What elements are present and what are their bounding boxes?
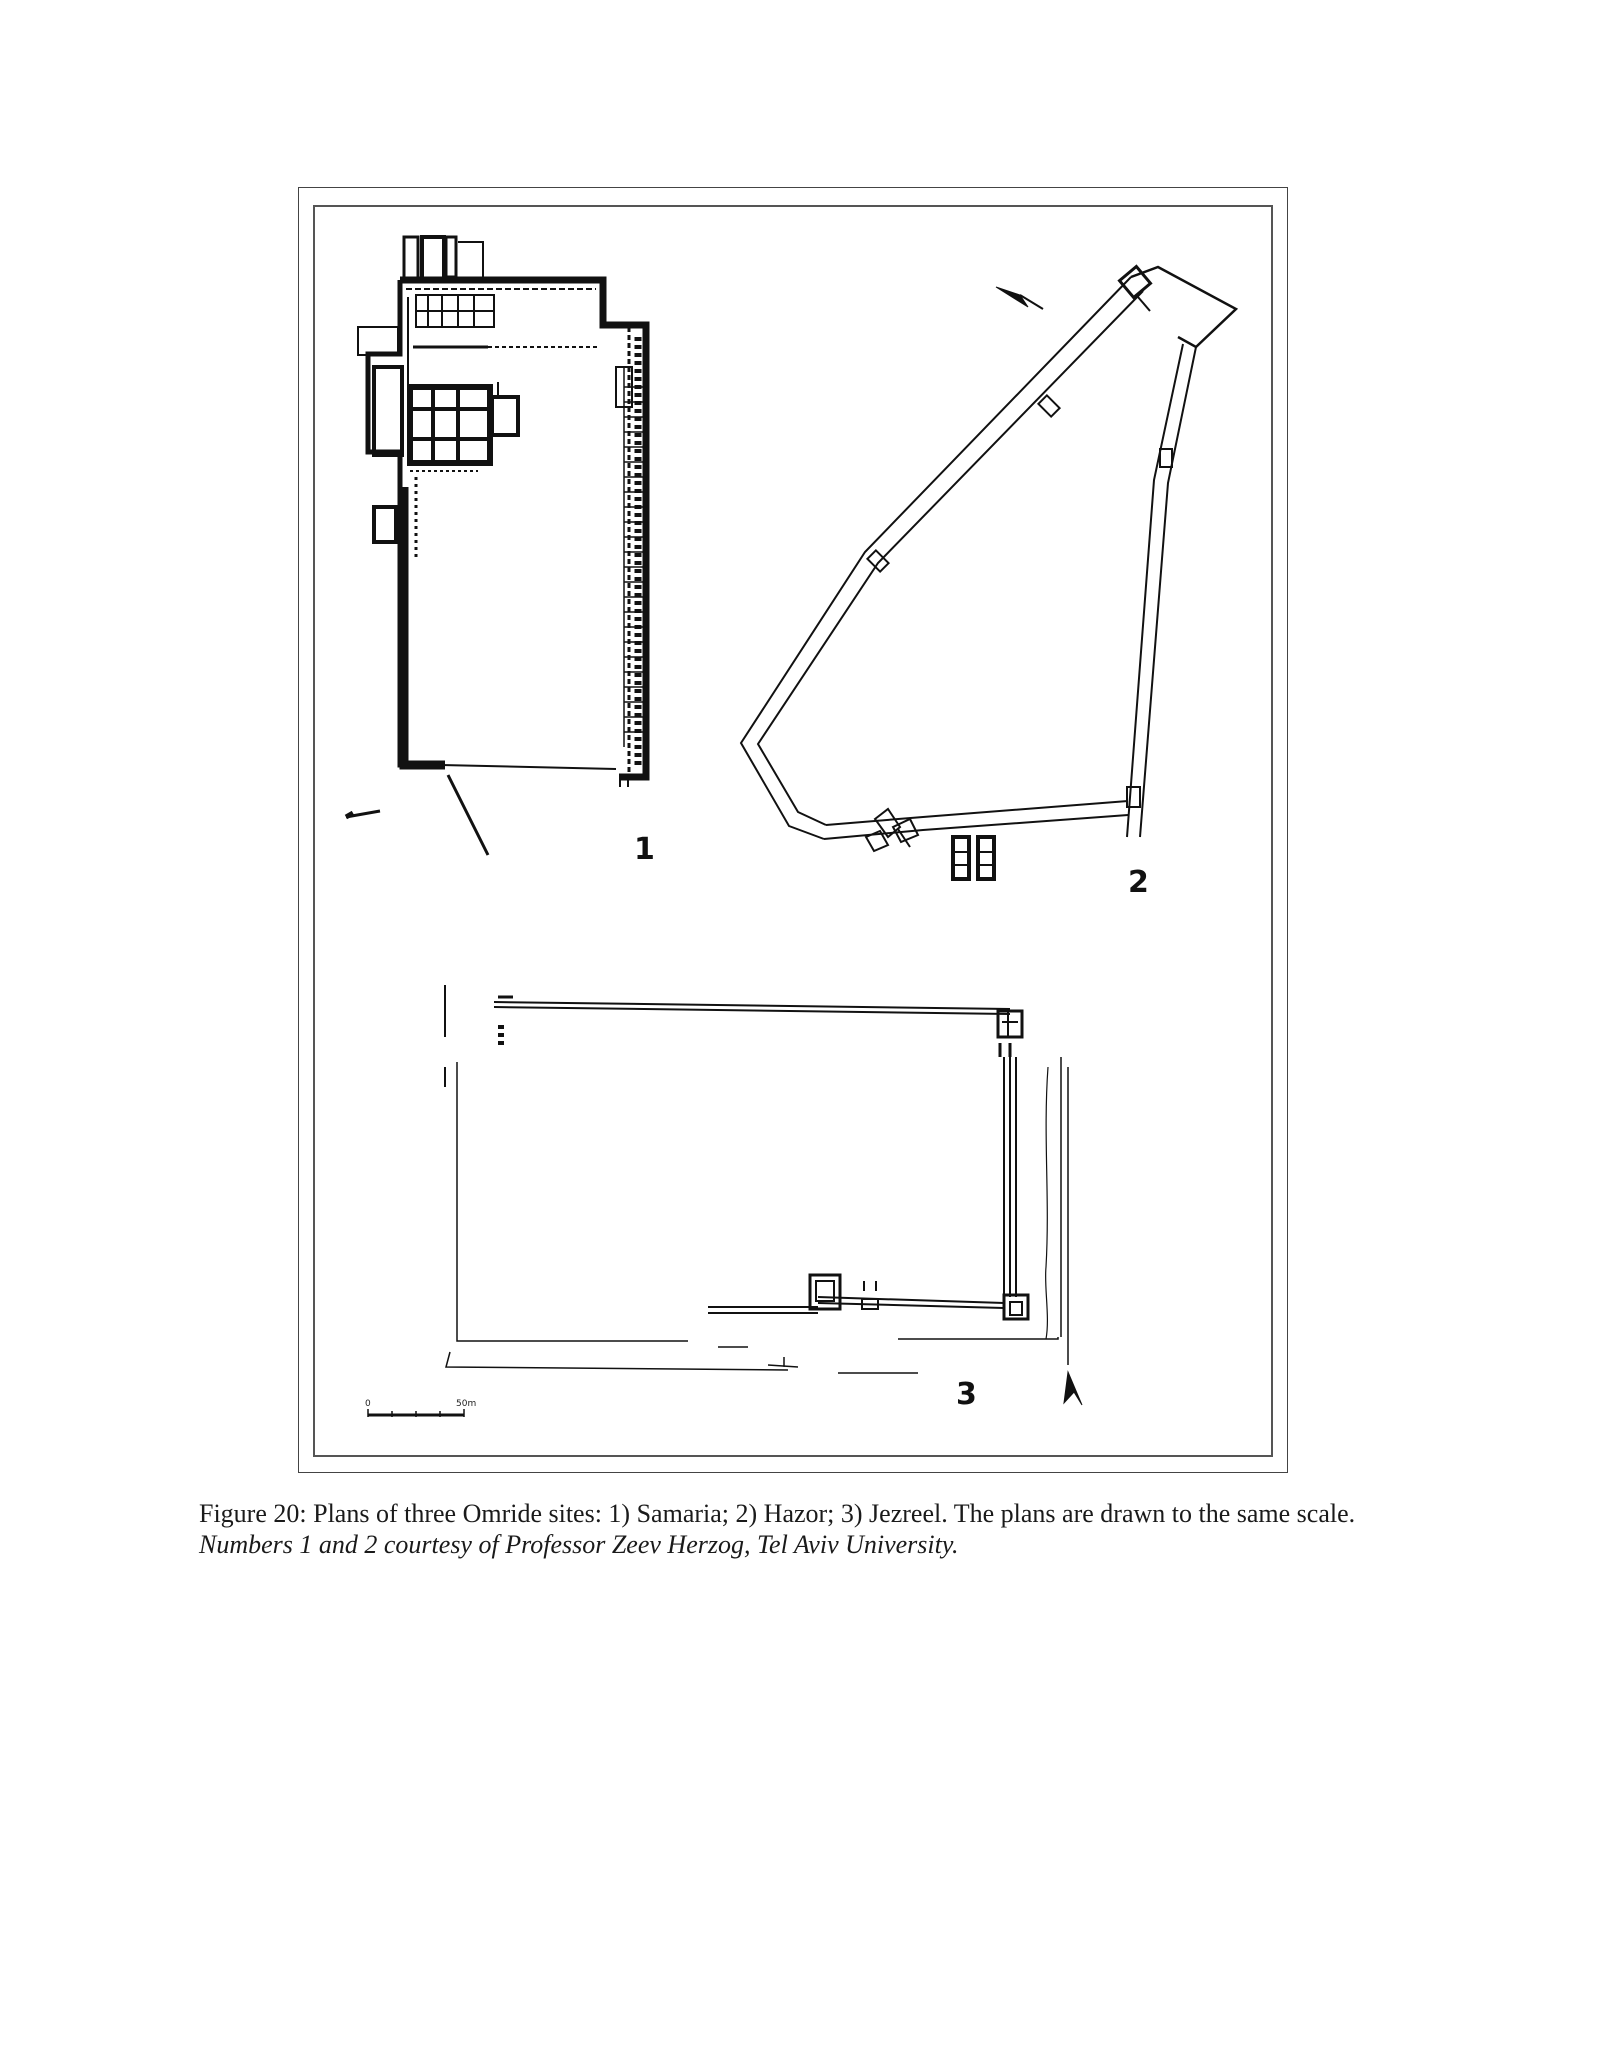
figure-inner-border bbox=[313, 205, 1273, 1457]
scale-bar: 0 50m bbox=[365, 1399, 476, 1417]
caption-credit: Numbers 1 and 2 courtesy of Professor Ze… bbox=[199, 1530, 959, 1559]
scale-start-label: 0 bbox=[365, 1399, 371, 1409]
plan-samaria bbox=[344, 235, 650, 856]
caption-text: Figure 20: Plans of three Omride sites: … bbox=[199, 1499, 1356, 1528]
plan-label-2: 2 bbox=[1128, 865, 1149, 900]
scale-end-label: 50m bbox=[456, 1399, 476, 1409]
plan-hazor bbox=[739, 264, 1239, 881]
figure-caption: Figure 20: Plans of three Omride sites: … bbox=[199, 1498, 1399, 1560]
figure-frame bbox=[298, 187, 1288, 1473]
plan-label-1: 1 bbox=[634, 832, 655, 867]
plan-jezreel bbox=[444, 985, 1083, 1406]
site-plans-figure: 1 2 bbox=[344, 235, 1239, 1417]
plan-label-3: 3 bbox=[956, 1377, 977, 1412]
